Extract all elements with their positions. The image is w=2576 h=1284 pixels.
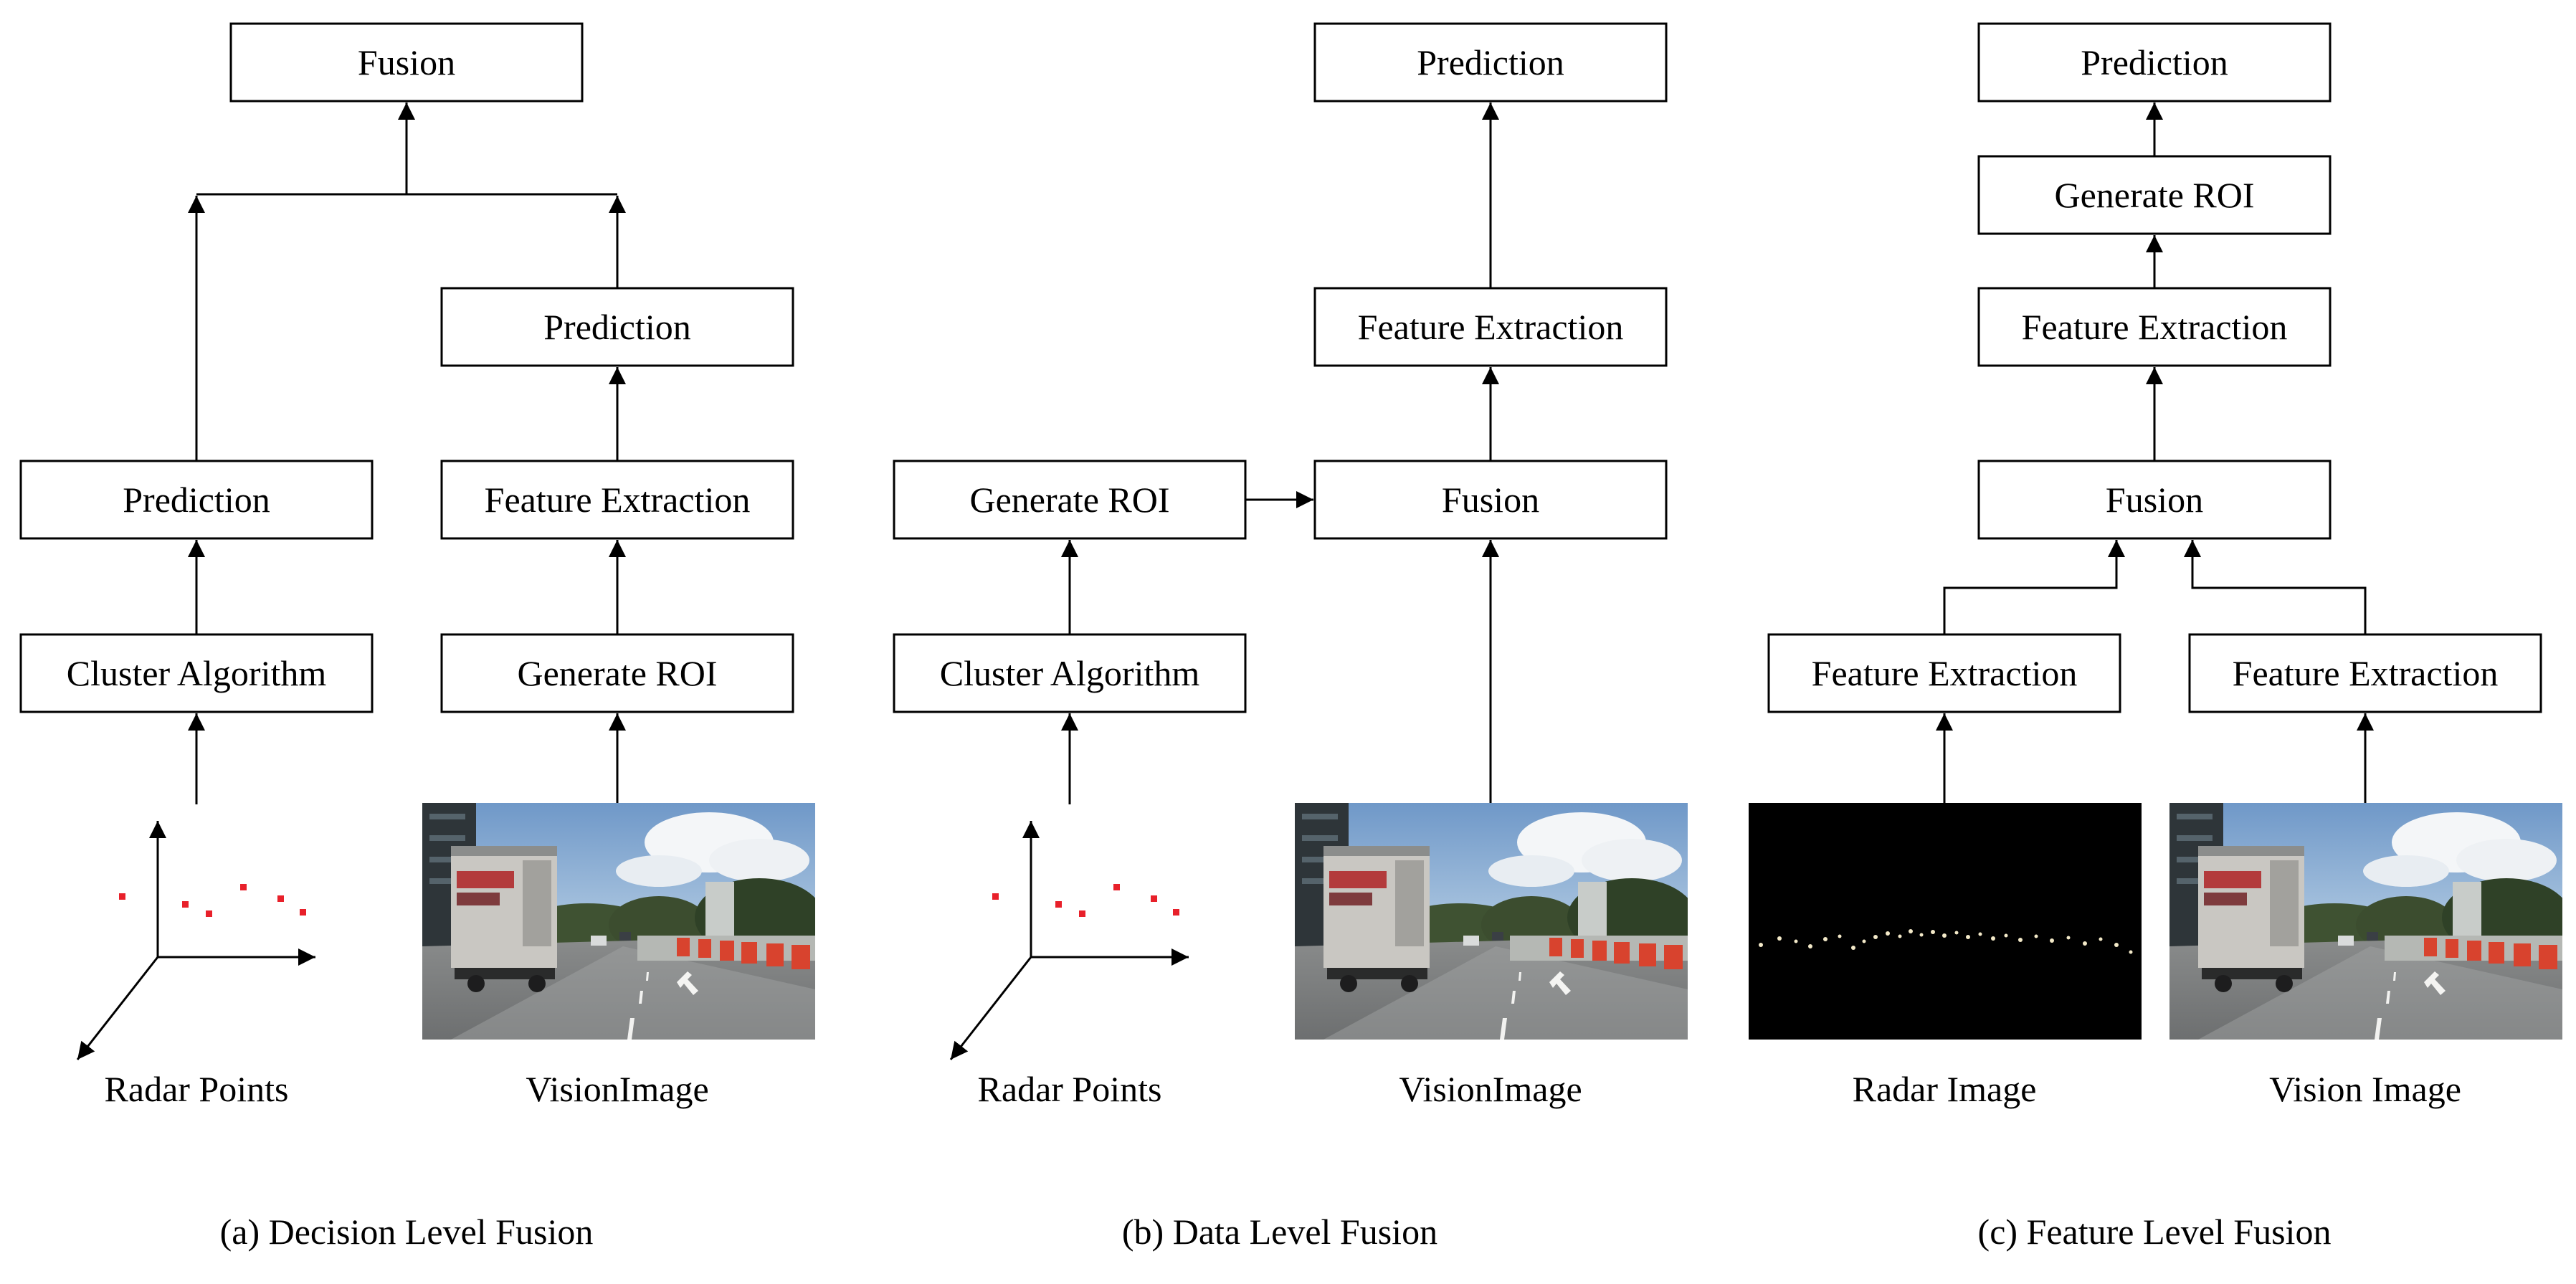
caption-c: (c) Feature Level Fusion bbox=[1978, 1212, 2332, 1252]
svg-text:Generate ROI: Generate ROI bbox=[969, 480, 1169, 520]
vision-image-a bbox=[422, 803, 815, 1040]
svg-text:Generate ROI: Generate ROI bbox=[517, 653, 717, 693]
box-c-generate-roi: Generate ROI bbox=[1977, 155, 2332, 235]
box-b-prediction: Prediction bbox=[1313, 22, 1668, 103]
radar-image-c bbox=[1749, 803, 2142, 1040]
box-c-feature-extraction-vision: Feature Extraction bbox=[2188, 633, 2542, 713]
svg-text:Feature Extraction: Feature Extraction bbox=[1812, 653, 2078, 693]
svg-text:Prediction: Prediction bbox=[543, 307, 691, 347]
svg-text:Prediction: Prediction bbox=[123, 480, 270, 520]
panel-b-data-level-fusion: Prediction Feature Extraction Generate R… bbox=[893, 22, 1688, 1252]
panel-c-feature-level-fusion: Prediction Generate ROI Feature Extracti… bbox=[1749, 22, 2562, 1252]
box-c-prediction: Prediction bbox=[1977, 22, 2332, 103]
svg-text:Fusion: Fusion bbox=[358, 42, 455, 82]
radar-points-plot-b bbox=[949, 821, 1189, 1060]
svg-text:Feature Extraction: Feature Extraction bbox=[1358, 307, 1624, 347]
box-b-fusion: Fusion bbox=[1313, 460, 1668, 540]
radar-points-plot-a bbox=[76, 821, 315, 1060]
svg-text:Prediction: Prediction bbox=[1417, 42, 1564, 82]
svg-text:Fusion: Fusion bbox=[1442, 480, 1539, 520]
panel-a-decision-level-fusion: Fusion Prediction Prediction Feature Ext… bbox=[19, 22, 815, 1252]
svg-text:Feature Extraction: Feature Extraction bbox=[485, 480, 751, 520]
box-c-feature-extraction-top: Feature Extraction bbox=[1977, 287, 2332, 367]
label-b-vision-image: VisionImage bbox=[1399, 1069, 1582, 1109]
caption-a: (a) Decision Level Fusion bbox=[220, 1212, 594, 1252]
box-b-cluster-algorithm: Cluster Algorithm bbox=[893, 633, 1247, 713]
svg-text:Cluster Algorithm: Cluster Algorithm bbox=[67, 653, 327, 693]
box-a-prediction-left: Prediction bbox=[19, 460, 374, 540]
vision-image-b bbox=[1295, 803, 1688, 1040]
label-a-radar-points: Radar Points bbox=[105, 1069, 289, 1109]
svg-text:Feature Extraction: Feature Extraction bbox=[2233, 653, 2499, 693]
box-b-generate-roi: Generate ROI bbox=[893, 460, 1247, 540]
box-c-feature-extraction-radar: Feature Extraction bbox=[1767, 633, 2121, 713]
connectors-a bbox=[188, 103, 626, 804]
caption-b: (b) Data Level Fusion bbox=[1122, 1212, 1437, 1252]
box-a-generate-roi: Generate ROI bbox=[440, 633, 794, 713]
svg-text:Feature Extraction: Feature Extraction bbox=[2022, 307, 2288, 347]
box-a-fusion: Fusion bbox=[229, 22, 584, 103]
svg-text:Prediction: Prediction bbox=[2081, 42, 2228, 82]
label-a-vision-image: VisionImage bbox=[526, 1069, 708, 1109]
svg-text:Cluster Algorithm: Cluster Algorithm bbox=[940, 653, 1200, 693]
connectors-c bbox=[1936, 103, 2374, 803]
label-c-vision-image: Vision Image bbox=[2269, 1069, 2461, 1109]
connectors-b bbox=[1061, 103, 1499, 804]
svg-text:Fusion: Fusion bbox=[2106, 480, 2203, 520]
label-c-radar-image: Radar Image bbox=[1853, 1069, 2037, 1109]
vision-image-c bbox=[2169, 803, 2562, 1040]
box-a-cluster-algorithm: Cluster Algorithm bbox=[19, 633, 374, 713]
box-a-feature-extraction: Feature Extraction bbox=[440, 460, 794, 540]
box-c-fusion: Fusion bbox=[1977, 460, 2332, 540]
box-b-feature-extraction: Feature Extraction bbox=[1313, 287, 1668, 367]
label-b-radar-points: Radar Points bbox=[978, 1069, 1162, 1109]
svg-text:Generate ROI: Generate ROI bbox=[2054, 175, 2254, 215]
box-a-prediction-right: Prediction bbox=[440, 287, 794, 367]
